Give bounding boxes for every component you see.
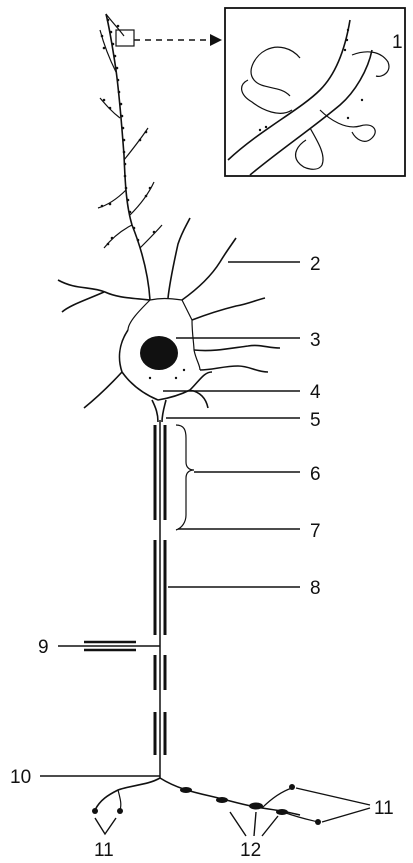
nucleus	[140, 336, 178, 370]
label-8: 8	[310, 578, 321, 599]
label-3: 3	[310, 330, 321, 351]
label-4: 4	[310, 382, 321, 403]
cytoplasm-dots	[149, 369, 185, 379]
inset-magnified-dendrite	[225, 8, 405, 176]
label-12: 12	[240, 840, 261, 861]
label-11-left: 11	[94, 840, 114, 861]
axon-varicosities	[180, 787, 288, 815]
label-1: 1	[392, 32, 403, 53]
zoom-arrowhead	[210, 34, 222, 46]
label-5: 5	[310, 410, 321, 431]
apical-dendrite	[98, 14, 162, 300]
label-9: 9	[38, 637, 49, 658]
zoom-marker-box	[116, 30, 134, 46]
label-2: 2	[310, 254, 321, 275]
label-6: 6	[310, 464, 321, 485]
label-11-right: 11	[374, 798, 394, 819]
cell-body	[58, 218, 280, 408]
label-10: 10	[10, 767, 31, 788]
axon-hillock	[152, 400, 166, 422]
internode-brace	[176, 425, 194, 530]
axon-terminals	[95, 778, 318, 822]
label-7: 7	[310, 521, 321, 542]
